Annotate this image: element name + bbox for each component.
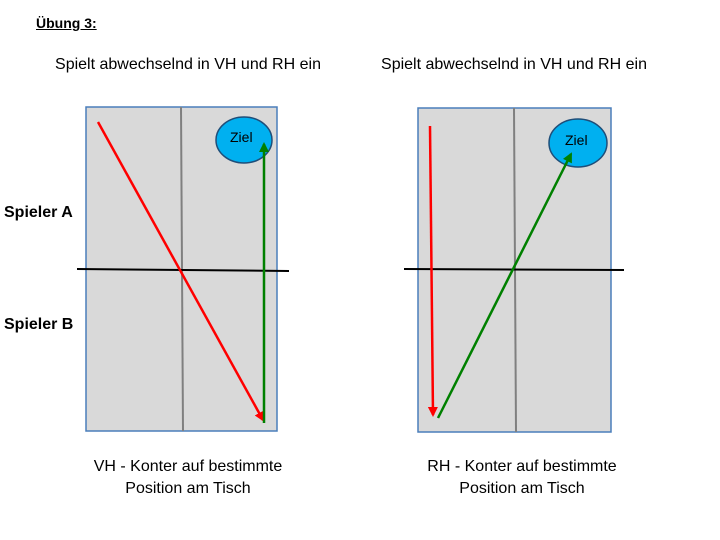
left-red-arrow: [96, 121, 265, 422]
left-table-net: [76, 268, 290, 272]
right-table: Ziel: [403, 107, 625, 433]
right-diagram-heading: Spielt abwechselnd in VH und RH ein: [381, 56, 647, 73]
left-target-label: Ziel: [230, 129, 253, 145]
right-diagram-caption: RH - Konter auf bestimmte Position am Ti…: [427, 458, 617, 497]
left-diagram-heading: Spielt abwechselnd in VH und RH ein: [55, 56, 321, 73]
exercise-title: Übung 3:: [36, 15, 97, 31]
left-target-zone: [215, 116, 273, 164]
right-target-label: Ziel: [565, 132, 588, 148]
player-a-label: Spieler A: [4, 204, 73, 221]
left-table: Ziel: [76, 106, 290, 432]
right-red-arrow: [427, 125, 438, 417]
left-diagram-caption: VH - Konter auf bestimmte Position am Ti…: [93, 458, 283, 497]
right-green-arrow: [436, 152, 573, 419]
player-b-label: Spieler B: [4, 316, 74, 333]
